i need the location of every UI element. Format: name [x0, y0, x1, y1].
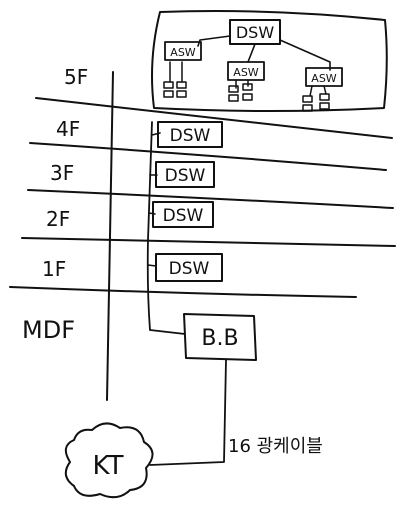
- host-icon: [242, 93, 253, 101]
- backbone-label: B.B: [201, 326, 238, 351]
- backbone-link: [146, 121, 186, 335]
- floor-4f-switch-box: [157, 121, 223, 148]
- host-icon: [228, 85, 239, 93]
- fiber-link-label: 16 광케이블: [228, 436, 323, 457]
- floor-2f-switch-box: [152, 201, 214, 228]
- floor-label-1f: 1F: [42, 257, 66, 281]
- access-switch-label-1: ASW: [170, 46, 196, 59]
- separator-5f-4f: [35, 97, 393, 139]
- floor-label-2f: 2F: [46, 207, 70, 231]
- host-icon: [302, 95, 313, 103]
- floor-3f-switch-box: [155, 161, 215, 188]
- floor-separators: [9, 97, 396, 298]
- floor-4f-switch-label: DSW: [170, 126, 211, 146]
- host-icon: [242, 83, 253, 91]
- host-icon: [319, 102, 330, 110]
- host-icon: [176, 90, 187, 98]
- host-icon: [319, 93, 330, 101]
- detail-core-switch-label: DSW: [236, 23, 274, 42]
- access-switch-box-2: [227, 61, 265, 81]
- host-icons-group-1: [163, 61, 187, 98]
- kt-cloud-icon: [64, 422, 154, 499]
- separator-4f-3f: [29, 142, 387, 171]
- fiber-link: [149, 359, 227, 466]
- floor-label-4f: 4F: [56, 117, 80, 141]
- backbone-box: [183, 313, 257, 361]
- host-icons-group-3: [302, 85, 330, 112]
- floor-label-mdf: MDF: [22, 316, 75, 344]
- floor-2f-switch-label: DSW: [163, 206, 204, 226]
- host-icon: [228, 94, 239, 102]
- floor-1f-switch-label: DSW: [169, 259, 210, 279]
- access-switch-box-1: [164, 41, 202, 61]
- access-switch-label-3: ASW: [311, 72, 337, 85]
- floor-label-5f: 5F: [64, 65, 88, 89]
- host-icon: [163, 90, 174, 98]
- host-icon: [163, 81, 174, 89]
- access-switch-label-2: ASW: [233, 66, 259, 79]
- host-icons-group-2: [228, 79, 253, 102]
- riser-line: [106, 71, 114, 401]
- kt-cloud-label: KT: [93, 451, 124, 481]
- separator-2f-1f: [21, 237, 396, 247]
- detail-box: [151, 10, 388, 112]
- host-icon: [302, 104, 313, 112]
- host-icon: [176, 81, 187, 89]
- separator-1f-mdf: [9, 286, 357, 298]
- floor-taps: [147, 132, 161, 267]
- separator-3f-2f: [27, 189, 394, 209]
- floor-3f-switch-label: DSW: [165, 166, 206, 186]
- floor-label-3f: 3F: [50, 161, 74, 185]
- floor-1f-switch-box: [155, 253, 223, 282]
